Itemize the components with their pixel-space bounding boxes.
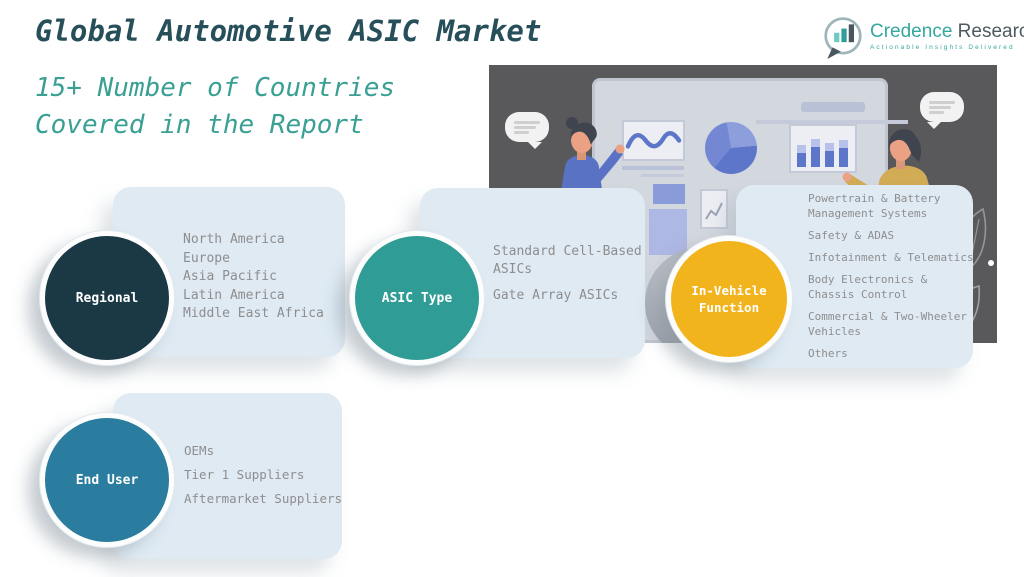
list-end-user: OEMs Tier 1 Suppliers Aftermarket Suppli… (184, 444, 349, 516)
pie-chart-icon (705, 122, 757, 174)
speech-bubble-right-icon (920, 92, 964, 129)
page-title: Global Automotive ASIC Market (35, 14, 542, 48)
board-title-bar (801, 102, 865, 112)
board-title-line (756, 120, 908, 124)
circle-in-vehicle-function-label: In-Vehicle Function (691, 283, 767, 315)
list-item: Gate Array ASICs (493, 288, 619, 303)
board-caption-line (622, 166, 684, 170)
bar-chart-speech-bubble-icon (824, 17, 862, 59)
speech-bubble-left-icon (505, 112, 549, 149)
circle-end-user: End User (40, 413, 174, 547)
credence-research-logo: Credence Research Actionable Insights De… (822, 16, 1024, 60)
list-item: OEMs (184, 443, 215, 458)
logo-brand-name: Credence Research (870, 21, 1024, 42)
line-chart-icon (622, 120, 685, 161)
list-regional: North America Europe Asia Pacific Latin … (183, 231, 343, 324)
circle-regional-label: Regional (75, 290, 139, 306)
subtitle-line-2: Covered in the Report (35, 110, 364, 140)
list-asic-type: Standard Cell-Based ASICs Gate Array ASI… (493, 243, 653, 313)
list-item: Standard Cell-Based ASICs (493, 244, 642, 277)
dot-decoration (988, 260, 994, 266)
list-in-vehicle-function: Powertrain & Battery Management Systems … (808, 191, 975, 368)
list-item: Commercial & Two-Wheeler Vehicles (808, 310, 967, 338)
list-item: Europe (183, 250, 230, 266)
board-blue-block-2 (649, 209, 687, 255)
circle-in-vehicle-function: In-Vehicle Function (666, 236, 792, 362)
list-item: Body Electronics & Chassis Control (808, 273, 928, 301)
circle-asic-type: ASIC Type (350, 231, 484, 365)
list-item: North America (183, 232, 285, 247)
subtitle-line-1: 15+ Number of Countries (35, 73, 396, 103)
list-item: Others (808, 347, 848, 360)
list-item: Asia Pacific (183, 269, 277, 284)
list-item: Powertrain & Battery Management Systems (808, 192, 941, 220)
list-item: Latin America (183, 287, 285, 303)
circle-regional: Regional (40, 231, 174, 365)
board-caption-line-2 (641, 174, 684, 177)
page-subtitle: 15+ Number of Countries Covered in the R… (35, 70, 395, 144)
list-item: Aftermarket Suppliers (184, 491, 343, 506)
list-item: Tier 1 Suppliers (184, 467, 305, 482)
bar-chart-icon (789, 124, 857, 173)
list-item: Infotainment & Telematics (808, 251, 974, 264)
logo-tagline: Actionable Insights Delivered (870, 44, 1015, 51)
board-blue-block (653, 184, 685, 204)
list-item: Safety & ADAS (808, 229, 895, 242)
circle-end-user-label: End User (75, 472, 139, 488)
circle-asic-type-label: ASIC Type (381, 290, 453, 306)
mini-chart-icon (700, 189, 728, 229)
list-item: Middle East Africa (183, 306, 324, 321)
